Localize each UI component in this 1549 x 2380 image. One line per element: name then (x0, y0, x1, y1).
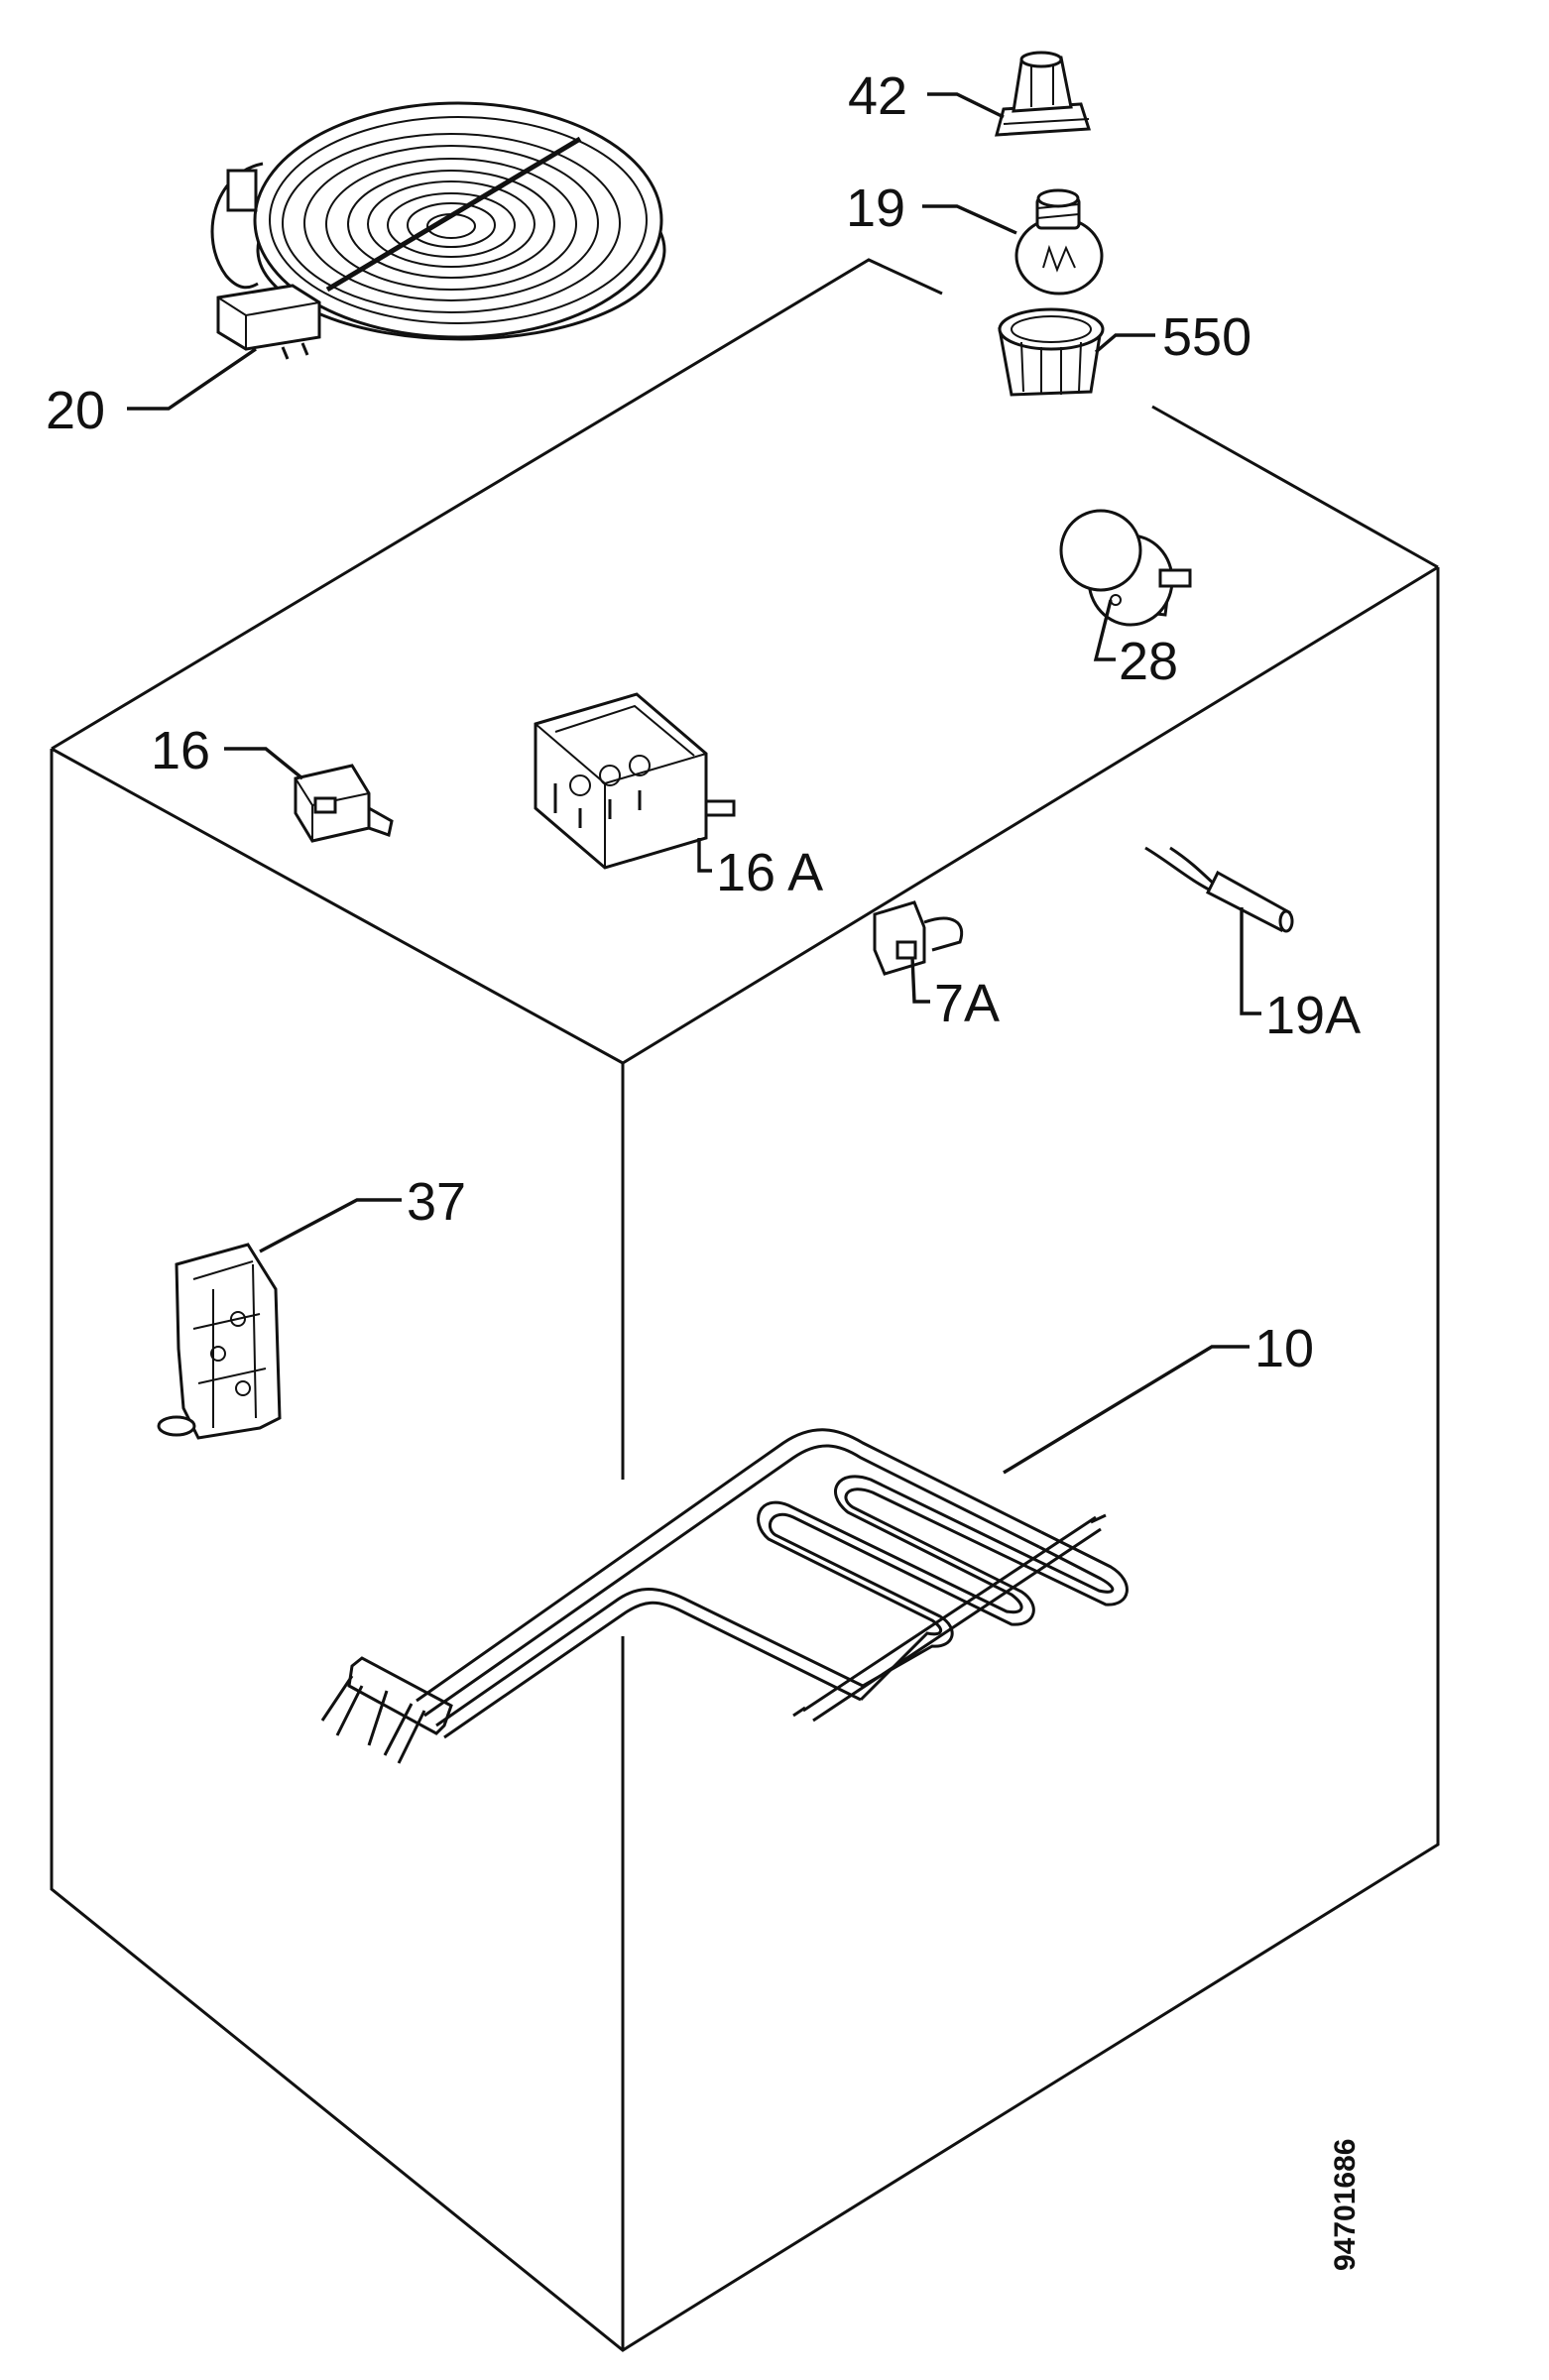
leader-37 (259, 1198, 402, 1253)
leader-19a (1240, 907, 1261, 1015)
label-28: 28 (1119, 632, 1178, 691)
label-7a: 7A (934, 974, 1000, 1033)
leader-lines (127, 92, 1261, 1475)
leader-16a (697, 838, 712, 873)
lamp-bulb-19 (1014, 188, 1104, 296)
label-16: 16 (151, 721, 210, 780)
leader-10 (1003, 1345, 1250, 1475)
label-16a: 16 A (716, 843, 823, 902)
mounting-bracket-37 (157, 1243, 282, 1440)
lamp-cover-42 (995, 51, 1092, 137)
leader-28 (1093, 599, 1116, 661)
label-19a: 19A (1265, 986, 1361, 1045)
cabinet-outline (50, 258, 1440, 2352)
lamp-holder-550 (998, 307, 1105, 397)
grill-element-10 (320, 1428, 1129, 1764)
label-42: 42 (848, 66, 907, 126)
label-37: 37 (407, 1172, 466, 1232)
leader-20 (127, 347, 257, 411)
leader-19 (922, 204, 1017, 235)
label-20: 20 (46, 381, 105, 440)
leader-7a (910, 956, 930, 1004)
temperature-sensor-19a (1144, 846, 1294, 933)
label-550: 550 (1162, 307, 1251, 367)
leader-42 (927, 92, 1005, 119)
part-labels: 42 19 550 20 28 16 16 A 7A 19A 37 10 947… (46, 66, 1362, 2271)
label-10: 10 (1254, 1319, 1314, 1378)
label-19: 19 (846, 178, 905, 238)
leader-550 (1094, 333, 1155, 354)
rotary-switch-28 (1059, 509, 1192, 627)
leader-16 (224, 747, 304, 780)
radiant-hotplate-20 (210, 101, 666, 360)
selector-switch-16a (534, 692, 736, 870)
document-id: 94701686 (1329, 2139, 1362, 2271)
door-switch-7a (873, 900, 964, 976)
push-switch-16 (294, 764, 394, 843)
